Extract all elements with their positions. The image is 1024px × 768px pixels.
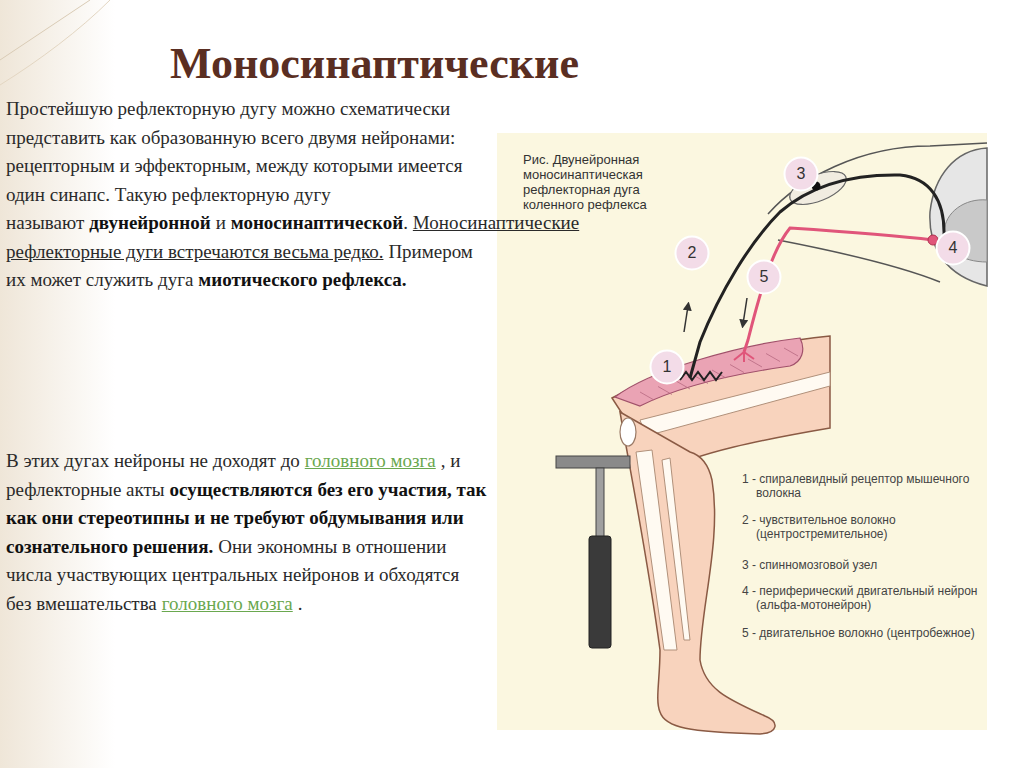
body-paragraph: Простейшую рефлекторную дугу можно схема… (6, 95, 488, 295)
callout-number: 4 (935, 230, 971, 266)
slide-title: Моносинаптические (170, 38, 579, 89)
callout-number: 2 (674, 235, 710, 271)
muscle-fibre (658, 387, 672, 395)
nerve-root (778, 240, 940, 282)
body-text: В этих дугах нейроны не доходят до (6, 450, 300, 471)
callout-number: 5 (746, 259, 782, 295)
muscle-fibre (676, 381, 690, 389)
muscle-fibre (784, 348, 798, 356)
callout-number: 3 (783, 156, 819, 192)
callout-explanation: 4 - периферический двигательный нейрон (… (742, 584, 994, 612)
muscle-fibre (766, 354, 780, 362)
nerve-root (768, 143, 987, 214)
callout-circle: 3 (783, 156, 819, 192)
body-text: . (298, 593, 303, 614)
callout-circle: 1 (649, 349, 685, 385)
muscle-fibre (730, 365, 744, 373)
decor-curve (0, 0, 110, 85)
callout-circle: 4 (935, 230, 971, 266)
bold-text: двунейронной (89, 212, 210, 233)
direction-arrow (684, 306, 688, 332)
callout-explanation: 5 - двигательное волокно (центробежное) (742, 626, 994, 640)
muscle-fibre (640, 392, 654, 400)
callout-circle: 2 (674, 235, 710, 271)
hammer-shaft (596, 468, 604, 538)
patella (620, 418, 636, 446)
hammer-head (556, 456, 630, 468)
body-paragraph: В этих дугах нейроны не доходят доголовн… (6, 447, 488, 618)
link-text: головного мозга (162, 593, 293, 614)
spinal-cord (930, 148, 987, 286)
spiral-receptor (680, 372, 722, 380)
body-text: . (403, 212, 408, 233)
callout-explanation: 3 - спинномозговой узел (742, 558, 994, 572)
figure-caption: Рис. Двунейронная моносинаптическая рефл… (523, 152, 683, 212)
callout-explanation: 2 - чувствительное волокно (центростреми… (742, 513, 994, 541)
sensory-fiber (690, 175, 944, 378)
bold-text: моносинаптической (231, 212, 403, 233)
callout-number: 1 (649, 349, 685, 385)
motor-endings (734, 352, 754, 362)
muscle-fibre (748, 359, 762, 367)
fibula (662, 458, 690, 640)
direction-arrow (743, 298, 747, 324)
hammer-grip (589, 536, 611, 648)
body-text: и (216, 212, 226, 233)
quadriceps-muscle (615, 338, 803, 406)
callout-circle: 5 (746, 259, 782, 295)
muscle-fibres (640, 348, 798, 400)
lower-leg (620, 412, 775, 734)
link-text: головного мозга (305, 450, 436, 471)
callout-explanation: 1 - спиралевидный рецептор мышечного вол… (742, 472, 994, 500)
bold-text: миотического рефлекса. (198, 269, 406, 290)
motor-fiber (744, 228, 933, 352)
